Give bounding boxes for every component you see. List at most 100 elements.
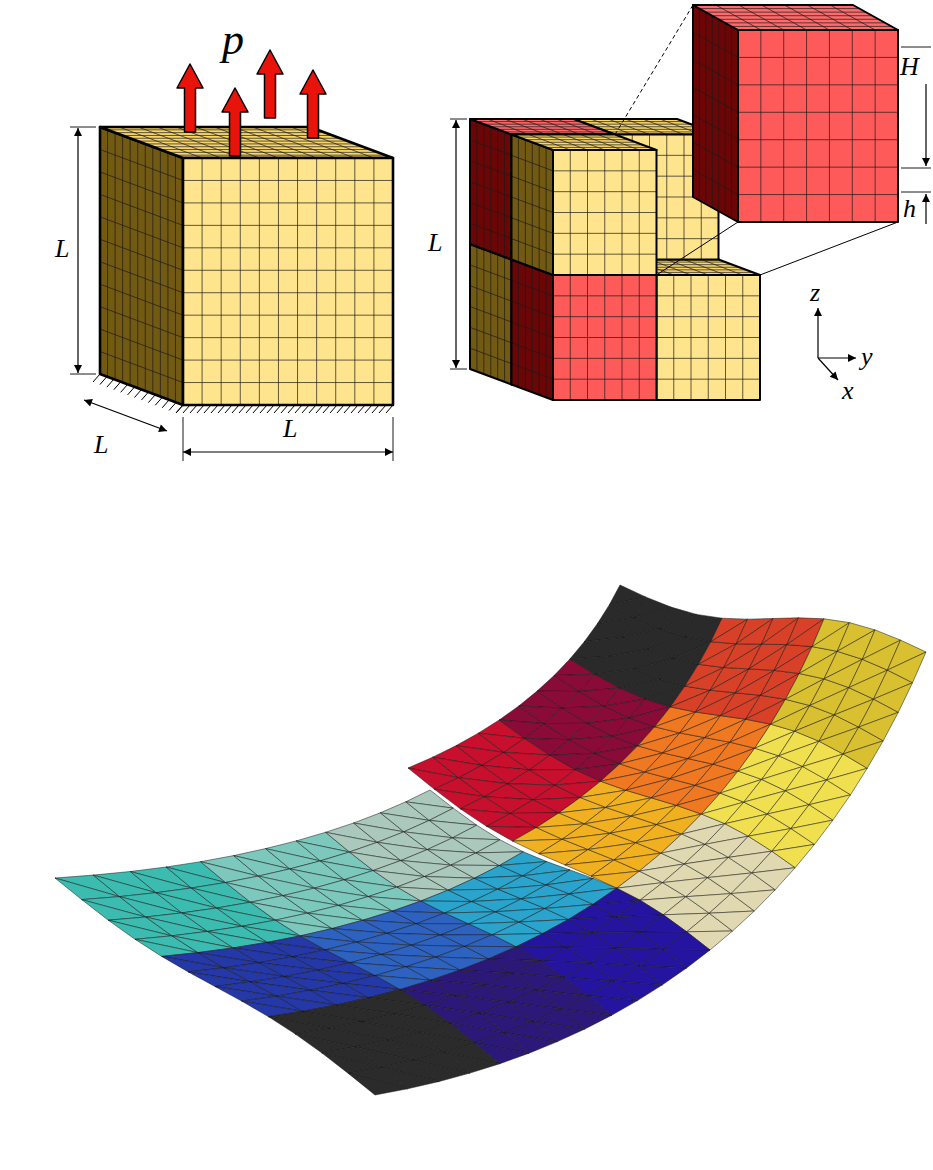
mesh-line bbox=[152, 147, 153, 394]
mesh-line bbox=[760, 30, 761, 222]
mesh-line bbox=[852, 30, 853, 222]
support-hatch bbox=[121, 384, 128, 392]
support-hatch bbox=[100, 377, 107, 385]
dimension-line bbox=[77, 128, 78, 373]
dimension-label: H bbox=[900, 54, 919, 80]
support-hatch bbox=[107, 379, 114, 387]
cube-front-face bbox=[553, 275, 657, 400]
mesh-line bbox=[145, 144, 146, 391]
mesh-line bbox=[470, 307, 512, 323]
extension-line bbox=[70, 374, 96, 375]
mesh-triangle bbox=[791, 820, 833, 844]
mesh-line bbox=[183, 270, 393, 271]
mesh-line bbox=[183, 292, 393, 293]
face-border bbox=[470, 119, 615, 135]
mesh-line bbox=[175, 155, 385, 156]
mesh-line bbox=[622, 275, 623, 400]
mesh-triangle bbox=[887, 652, 926, 683]
face-border bbox=[693, 5, 898, 30]
mesh-line bbox=[153, 146, 363, 147]
cube-top-face bbox=[512, 135, 657, 151]
mesh-triangle bbox=[561, 1009, 612, 1029]
mesh-line bbox=[518, 137, 622, 138]
face-border bbox=[512, 135, 554, 276]
mesh-line bbox=[553, 170, 657, 171]
leader-line bbox=[615, 5, 693, 135]
mesh-line bbox=[639, 150, 640, 275]
face-fill bbox=[100, 127, 393, 158]
face-fill bbox=[657, 275, 761, 400]
mesh-triangle bbox=[453, 825, 500, 840]
dimension-line bbox=[84, 400, 167, 431]
mesh-line bbox=[130, 138, 131, 385]
support-hatch bbox=[155, 397, 162, 405]
face-border bbox=[470, 119, 512, 260]
support-hatch bbox=[176, 405, 183, 413]
surface-piece-left bbox=[55, 790, 710, 1095]
mesh-line bbox=[731, 26, 732, 218]
mesh-triangle bbox=[639, 966, 687, 985]
mesh-triangle bbox=[614, 981, 663, 1000]
mesh-line bbox=[167, 152, 168, 399]
axis-label: z bbox=[810, 280, 820, 306]
mesh-line bbox=[806, 30, 807, 222]
cube-left-face bbox=[693, 5, 738, 222]
face-border bbox=[470, 244, 512, 385]
mesh-line bbox=[175, 155, 176, 402]
mesh-line bbox=[100, 329, 183, 360]
mesh-line bbox=[476, 122, 477, 247]
extension-line bbox=[450, 119, 467, 120]
mesh-line bbox=[738, 194, 898, 195]
mesh-triangle bbox=[752, 868, 795, 890]
load-label: p bbox=[222, 18, 244, 62]
mesh-line bbox=[100, 217, 183, 248]
mesh-line bbox=[183, 337, 393, 338]
mesh-line bbox=[470, 286, 512, 302]
mesh-line bbox=[183, 382, 393, 383]
mesh-line bbox=[693, 32, 738, 57]
axis-arrow bbox=[818, 357, 856, 358]
pressure-arrow bbox=[222, 88, 248, 156]
mesh-line bbox=[657, 337, 761, 338]
support-hatch bbox=[169, 402, 176, 410]
mesh-line bbox=[718, 19, 719, 211]
dimension-line bbox=[455, 120, 456, 368]
mesh-line bbox=[100, 239, 183, 270]
mesh-triangle bbox=[809, 795, 850, 820]
dimension-line bbox=[183, 451, 393, 452]
dimension-line bbox=[925, 194, 926, 224]
mesh-line bbox=[107, 130, 108, 377]
mesh-line bbox=[183, 360, 393, 361]
mesh-line bbox=[100, 194, 183, 225]
mesh-line bbox=[100, 262, 183, 293]
mesh-triangle bbox=[827, 768, 868, 795]
cube-front-face bbox=[738, 30, 898, 222]
cube-top-face bbox=[693, 5, 898, 30]
mesh-line bbox=[122, 135, 123, 382]
mesh-line bbox=[183, 247, 393, 248]
leader-line bbox=[760, 222, 898, 275]
support-hatch bbox=[141, 392, 148, 400]
leader-line bbox=[657, 222, 739, 275]
support-hatch bbox=[93, 374, 100, 382]
cube-left-face bbox=[512, 135, 554, 276]
mesh-line bbox=[483, 249, 484, 374]
face-border bbox=[553, 150, 657, 275]
face-border bbox=[512, 135, 657, 151]
dimension-label: L bbox=[283, 416, 297, 442]
face-fill bbox=[470, 119, 615, 135]
face-fill bbox=[553, 150, 657, 275]
cube-top-face bbox=[100, 127, 393, 158]
mesh-line bbox=[512, 301, 554, 317]
support-hatch bbox=[148, 395, 155, 403]
mesh-line bbox=[738, 139, 898, 140]
mesh-line bbox=[518, 137, 519, 262]
axis-label: y bbox=[861, 344, 873, 370]
mesh-line bbox=[183, 315, 393, 316]
face-fill bbox=[512, 260, 554, 401]
extension-line bbox=[901, 47, 931, 48]
mesh-line bbox=[657, 295, 761, 296]
mesh-line bbox=[829, 30, 830, 222]
cube-front-face bbox=[657, 275, 761, 400]
axis-arrow bbox=[817, 308, 818, 358]
